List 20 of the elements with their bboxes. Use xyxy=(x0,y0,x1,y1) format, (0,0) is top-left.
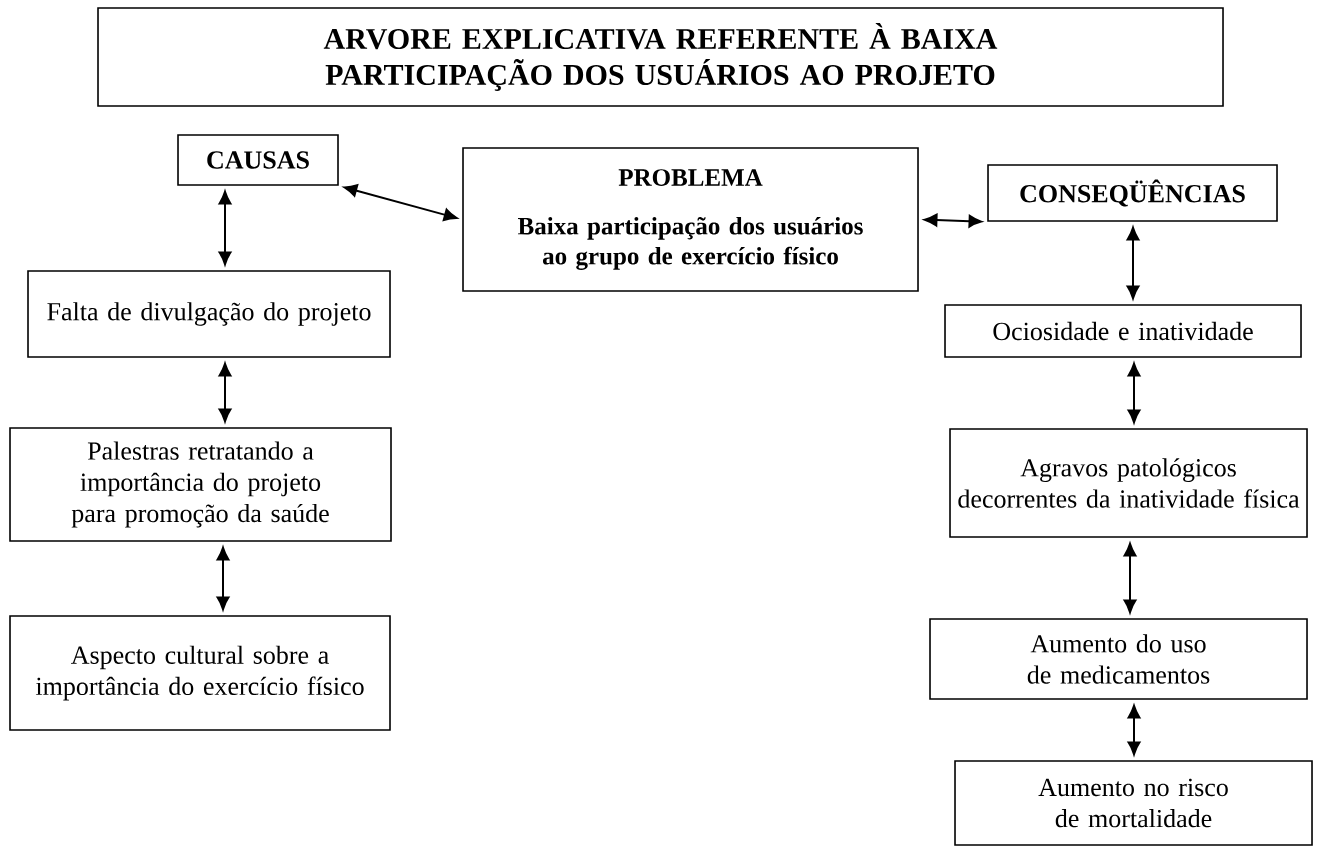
arrow xyxy=(343,184,458,222)
consequence-box: Ociosidade e inatividade xyxy=(944,304,1302,358)
problem-box: PROBLEMA Baixa participação dos usuários ao grupo de exercício físico xyxy=(462,147,919,292)
cause-box: Aspecto cultural sobre a importância do exercício físico xyxy=(9,615,391,731)
heading-box: CAUSAS xyxy=(177,134,339,186)
arrow xyxy=(1126,226,1140,300)
consequence-box: Aumento do uso de medicamentos xyxy=(929,618,1308,700)
arrow xyxy=(1127,704,1141,756)
arrow xyxy=(1127,362,1141,424)
arrow xyxy=(1123,542,1137,614)
cause-box: Falta de divulgação do projeto xyxy=(27,270,391,358)
title-box: ARVORE EXPLICATIVA REFERENTE À BAIXA PARTICIPAÇÃO DOS USUÁRIOS AO PROJETO xyxy=(97,7,1224,107)
arrow xyxy=(216,546,230,611)
cause-box: Palestras retratando a importância do projeto para promoção da saúde xyxy=(9,427,392,542)
consequence-box: Agravos patológicos decorrentes da inatividade física xyxy=(949,428,1308,538)
arrow xyxy=(923,213,983,228)
arrow xyxy=(218,190,232,266)
arrow xyxy=(218,362,232,423)
consequence-box: Aumento no risco de mortalidade xyxy=(954,760,1313,846)
heading-box: CONSEQÜÊNCIAS xyxy=(987,164,1278,222)
